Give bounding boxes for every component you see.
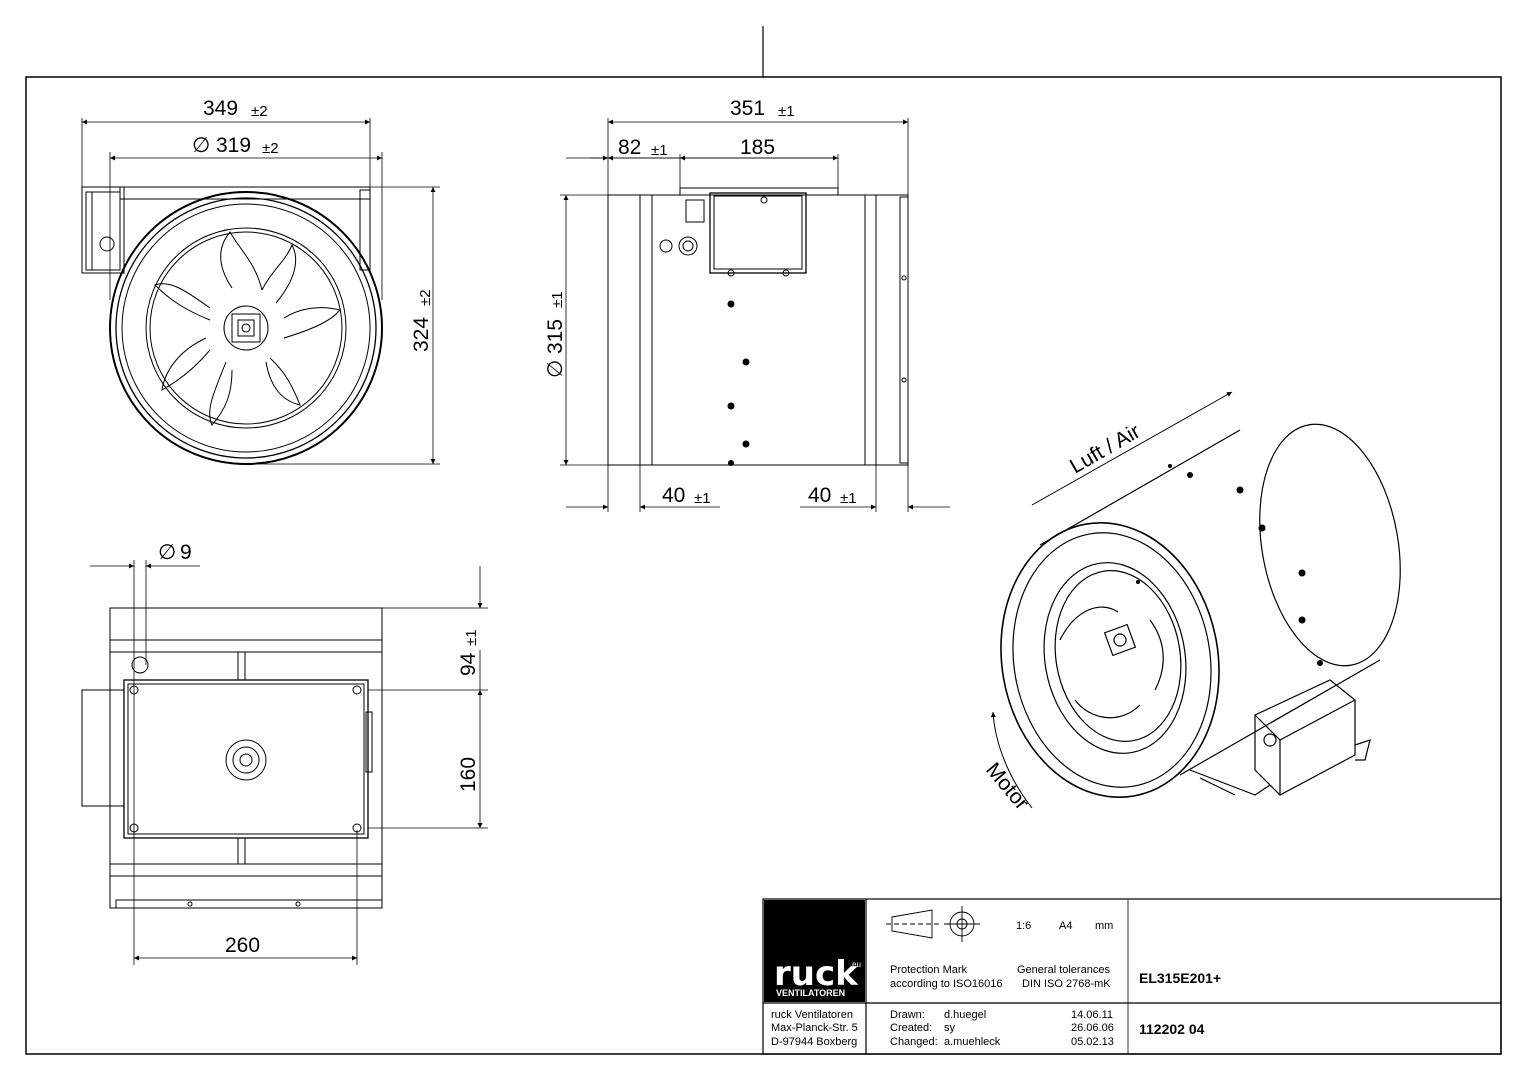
airflow-label: Luft / Air <box>1066 420 1144 478</box>
front-view-dimensions <box>81 118 440 465</box>
created-label: Created: <box>890 1022 932 1034</box>
tol-82: ±1 <box>651 142 668 159</box>
tol-351: ±1 <box>778 103 795 120</box>
scale-value: 1:6 <box>1016 920 1031 932</box>
drawn-by: d.huegel <box>944 1009 986 1021</box>
dim-324: 324 <box>410 317 433 352</box>
changed-label: Changed: <box>890 1036 938 1048</box>
tol-315: ±1 <box>549 291 566 308</box>
tolerance-line1: General tolerances <box>1017 964 1110 976</box>
tol-349: ±2 <box>251 103 268 120</box>
created-date: 26.06.06 <box>1071 1022 1114 1034</box>
drawn-date: 14.06.11 <box>1071 1009 1113 1021</box>
title-block <box>762 898 1502 1055</box>
tol-40-left: ±1 <box>694 490 711 507</box>
dim-260: 260 <box>225 934 260 957</box>
impeller-blades <box>154 231 341 426</box>
dim-40-left: 40 <box>662 484 685 507</box>
company-city: D-97944 Boxberg <box>771 1036 857 1048</box>
drawing-number: 112202 04 <box>1139 1021 1205 1037</box>
side-view-dimensions <box>560 118 950 512</box>
product-name: EL315E201+ <box>1139 970 1221 986</box>
side-view <box>607 187 909 466</box>
protection-mark-line2: according to ISO16016 <box>890 978 1003 990</box>
side-view-holes <box>727 300 750 466</box>
protection-mark-line1: Protection Mark <box>890 964 968 976</box>
tolerance-line2: DIN ISO 2768-mK <box>1022 978 1111 990</box>
created-by: sy <box>944 1022 956 1034</box>
dim-185: 185 <box>740 136 775 159</box>
airflow-arrow <box>1031 391 1233 506</box>
changed-date: 05.02.13 <box>1071 1036 1114 1048</box>
dim-160: 160 <box>457 757 480 792</box>
tol-40-right: ±1 <box>840 490 857 507</box>
dim-82: 82 <box>618 136 641 159</box>
dim-351: 351 <box>730 97 765 120</box>
phi-9: ∅ <box>158 541 176 564</box>
company-street: Max-Planck-Str. 5 <box>771 1022 858 1034</box>
company-name: ruck Ventilatoren <box>771 1009 853 1021</box>
ruck-logo-eu: eu <box>852 960 861 969</box>
phi-319: ∅ <box>192 134 210 157</box>
tol-94: ±1 <box>463 629 480 646</box>
dim-315: 315 <box>544 319 567 354</box>
bottom-view <box>81 607 383 909</box>
front-view <box>81 186 383 465</box>
ruck-logo-sub: VENTILATOREN <box>776 988 845 998</box>
tol-319: ±2 <box>262 140 279 157</box>
drawn-label: Drawn: <box>890 1009 925 1021</box>
isometric-view <box>1000 423 1401 798</box>
dim-349: 349 <box>203 97 238 120</box>
logo-background <box>764 900 865 1002</box>
unit-label: mm <box>1095 920 1113 932</box>
bottom-view-dimensions <box>90 560 488 965</box>
projection-symbol <box>886 906 980 942</box>
ruck-logo: ruck <box>774 954 859 994</box>
dim-40-right: 40 <box>808 484 831 507</box>
isometric-holes <box>1136 464 1323 666</box>
tol-324: ±2 <box>417 289 434 306</box>
paper-format: A4 <box>1059 920 1072 932</box>
phi-315: ∅ <box>544 360 567 378</box>
motor-rotation-arrow <box>990 711 1033 809</box>
dim-94: 94 <box>457 652 480 676</box>
dim-9: 9 <box>180 541 192 564</box>
dim-319: 319 <box>216 134 251 157</box>
changed-by: a.muehleck <box>944 1036 1001 1048</box>
